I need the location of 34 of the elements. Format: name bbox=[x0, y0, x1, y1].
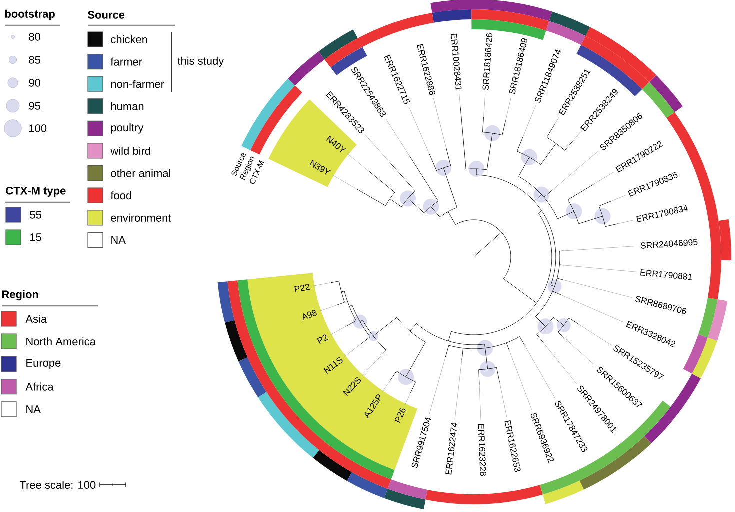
leaf-label: ERR1622474 bbox=[446, 423, 458, 475]
legend-label: environment bbox=[111, 214, 172, 222]
legend-label: 85 bbox=[29, 56, 40, 64]
legend-label: human bbox=[111, 102, 144, 110]
legend-label: chicken bbox=[111, 35, 148, 44]
legend-heading: Region bbox=[2, 290, 38, 301]
legend-label: poultry bbox=[111, 124, 144, 134]
leaf-label: SRR24046995 bbox=[640, 239, 698, 249]
leaf-label: ERR10028431 bbox=[450, 34, 462, 91]
legend-label: 100 bbox=[30, 124, 47, 132]
legend-label: North America bbox=[26, 338, 96, 346]
legend-label: farmer bbox=[110, 58, 142, 66]
legend-label: other animal bbox=[111, 169, 170, 178]
legend-heading: bootstrap bbox=[5, 10, 55, 20]
legend-label: 95 bbox=[29, 102, 40, 110]
legend-label: 80 bbox=[29, 33, 40, 41]
legend-note: this study bbox=[178, 56, 224, 68]
legend-label: food bbox=[110, 192, 132, 200]
scale-label: Tree scale: 100 bbox=[20, 480, 96, 490]
legend-heading: Source bbox=[88, 11, 125, 19]
legend-label: 15 bbox=[30, 234, 42, 242]
legend-label: Asia bbox=[26, 314, 48, 324]
leaf-label: ERR1790881 bbox=[640, 270, 692, 280]
legend-heading: CTX-M type bbox=[6, 187, 66, 197]
legend-label: Europe bbox=[26, 359, 61, 370]
legend-label: NA bbox=[26, 406, 41, 414]
legend-label: 55 bbox=[30, 211, 42, 219]
legend-label: Africa bbox=[26, 382, 54, 391]
legend-label: non-farmer bbox=[111, 80, 164, 88]
legend-label: 90 bbox=[29, 79, 40, 87]
leaf-label: ERR1623228 bbox=[478, 424, 486, 476]
legend-label: NA bbox=[112, 236, 126, 244]
legend-label: wild bird bbox=[110, 146, 150, 156]
leaf-label: SRR18186426 bbox=[482, 33, 493, 90]
